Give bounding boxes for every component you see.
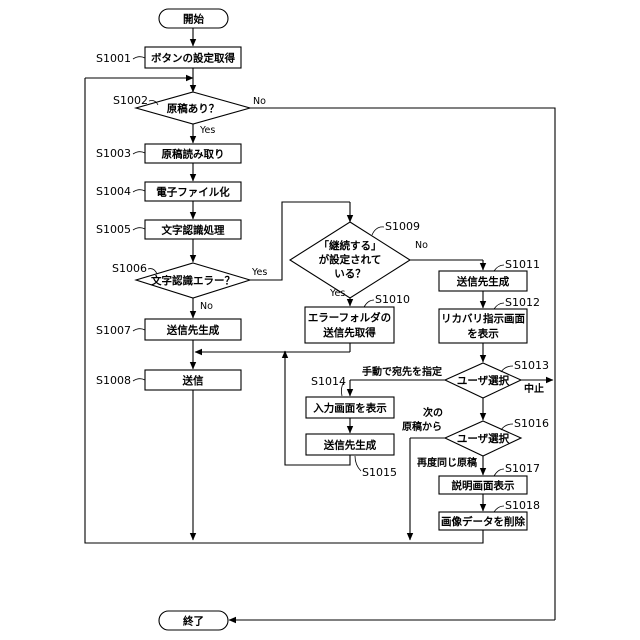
step-label-s1014: S1014: [311, 375, 346, 388]
step-text: 説明画面表示: [452, 479, 515, 492]
step-label-s1004: S1004: [96, 185, 131, 198]
step-text-line: を表示: [467, 327, 499, 340]
step-label-s1012: S1012: [505, 296, 540, 309]
s1006-no-label: No: [200, 301, 213, 312]
step-label-s1005: S1005: [96, 223, 131, 236]
step-label-s1018: S1018: [505, 499, 540, 512]
step-text: 送信先生成: [456, 275, 510, 288]
decision-s1013: ユーザ選択: [445, 363, 521, 398]
process-s1004: 電子ファイル化: [145, 182, 241, 201]
next-document-label: 原稿から: [402, 420, 442, 433]
step-text: 画像データを削除: [441, 515, 525, 528]
process-s1003: 原稿読み取り: [145, 144, 241, 163]
step-label-s1011: S1011: [505, 258, 540, 271]
process-s1011: 送信先生成: [439, 271, 527, 291]
process-s1005: 文字認識処理: [145, 220, 241, 239]
step-label-s1017: S1017: [505, 462, 540, 475]
end-terminal: 終了: [159, 611, 228, 630]
step-text: 入力画面を表示: [313, 402, 387, 415]
step-label-s1001: S1001: [96, 52, 131, 65]
step-text: 原稿読み取り: [162, 148, 225, 161]
s1002-yes-label: Yes: [199, 125, 215, 136]
process-s1014: 入力画面を表示: [306, 397, 394, 418]
manual-destination-label: 手動で宛先を指定: [362, 365, 442, 378]
decision-s1006: 文字認識エラー？: [136, 263, 250, 298]
step-label-s1002: S1002: [113, 94, 148, 107]
s1002-no-label: No: [253, 96, 266, 107]
process-s1018: 画像データを削除: [439, 512, 527, 530]
end-label: 終了: [183, 615, 204, 628]
decision-s1009: 「継続する」 が設定されて いる？: [290, 222, 410, 298]
step-label-s1003: S1003: [96, 147, 131, 160]
step-text: 原稿あり？: [167, 102, 220, 115]
start-label: 開始: [183, 13, 204, 26]
step-text-line: 送信先取得: [322, 326, 376, 339]
step-text: 送信先生成: [166, 324, 220, 337]
step-label-s1015: S1015: [362, 466, 397, 479]
step-text-line: 「継続する」: [319, 239, 382, 252]
step-label-s1009: S1009: [385, 220, 420, 233]
step-label-s1007: S1007: [96, 324, 131, 337]
process-s1001: ボタンの設定取得: [145, 47, 241, 68]
step-text-line: いる？: [334, 268, 366, 280]
process-s1015: 送信先生成: [306, 434, 394, 455]
step-label-s1006: S1006: [112, 262, 147, 275]
step-text: ユーザ選択: [457, 432, 510, 445]
decision-s1002: 原稿あり？: [136, 92, 250, 124]
step-label-s1016: S1016: [514, 417, 549, 430]
step-label-s1008: S1008: [96, 374, 131, 387]
process-s1007: 送信先生成: [145, 319, 241, 340]
decision-s1016: ユーザ選択: [445, 421, 521, 456]
cancel-label: 中止: [524, 382, 544, 395]
step-text: 文字認識処理: [161, 224, 225, 237]
step-label-s1010: S1010: [375, 293, 410, 306]
s1006-yes-label: Yes: [251, 267, 267, 278]
process-s1012: リカバリ指示画面 を表示: [439, 309, 527, 343]
step-text: 電子ファイル化: [156, 186, 230, 199]
process-s1010: エラーフォルダの 送信先取得: [305, 307, 394, 343]
step-text-line: リカバリ指示画面: [441, 312, 525, 325]
s1009-yes-label: Yes: [329, 288, 345, 299]
step-text: 送信: [182, 374, 204, 387]
step-label-s1013: S1013: [514, 359, 549, 372]
step-text-line: が設定されて: [319, 253, 382, 266]
step-text: 送信先生成: [323, 439, 377, 452]
process-s1017: 説明画面表示: [439, 476, 527, 494]
step-text: ユーザ選択: [457, 374, 510, 387]
step-text: 文字認識エラー？: [150, 274, 235, 287]
start-terminal: 開始: [159, 9, 228, 28]
step-text: ボタンの設定取得: [151, 52, 235, 65]
next-document-label: 次の: [423, 406, 443, 419]
s1009-no-label: No: [415, 240, 428, 251]
step-text-line: エラーフォルダの: [308, 311, 391, 324]
same-document-again-label: 再度同じ原稿: [417, 456, 477, 469]
process-s1008: 送信: [145, 370, 241, 390]
